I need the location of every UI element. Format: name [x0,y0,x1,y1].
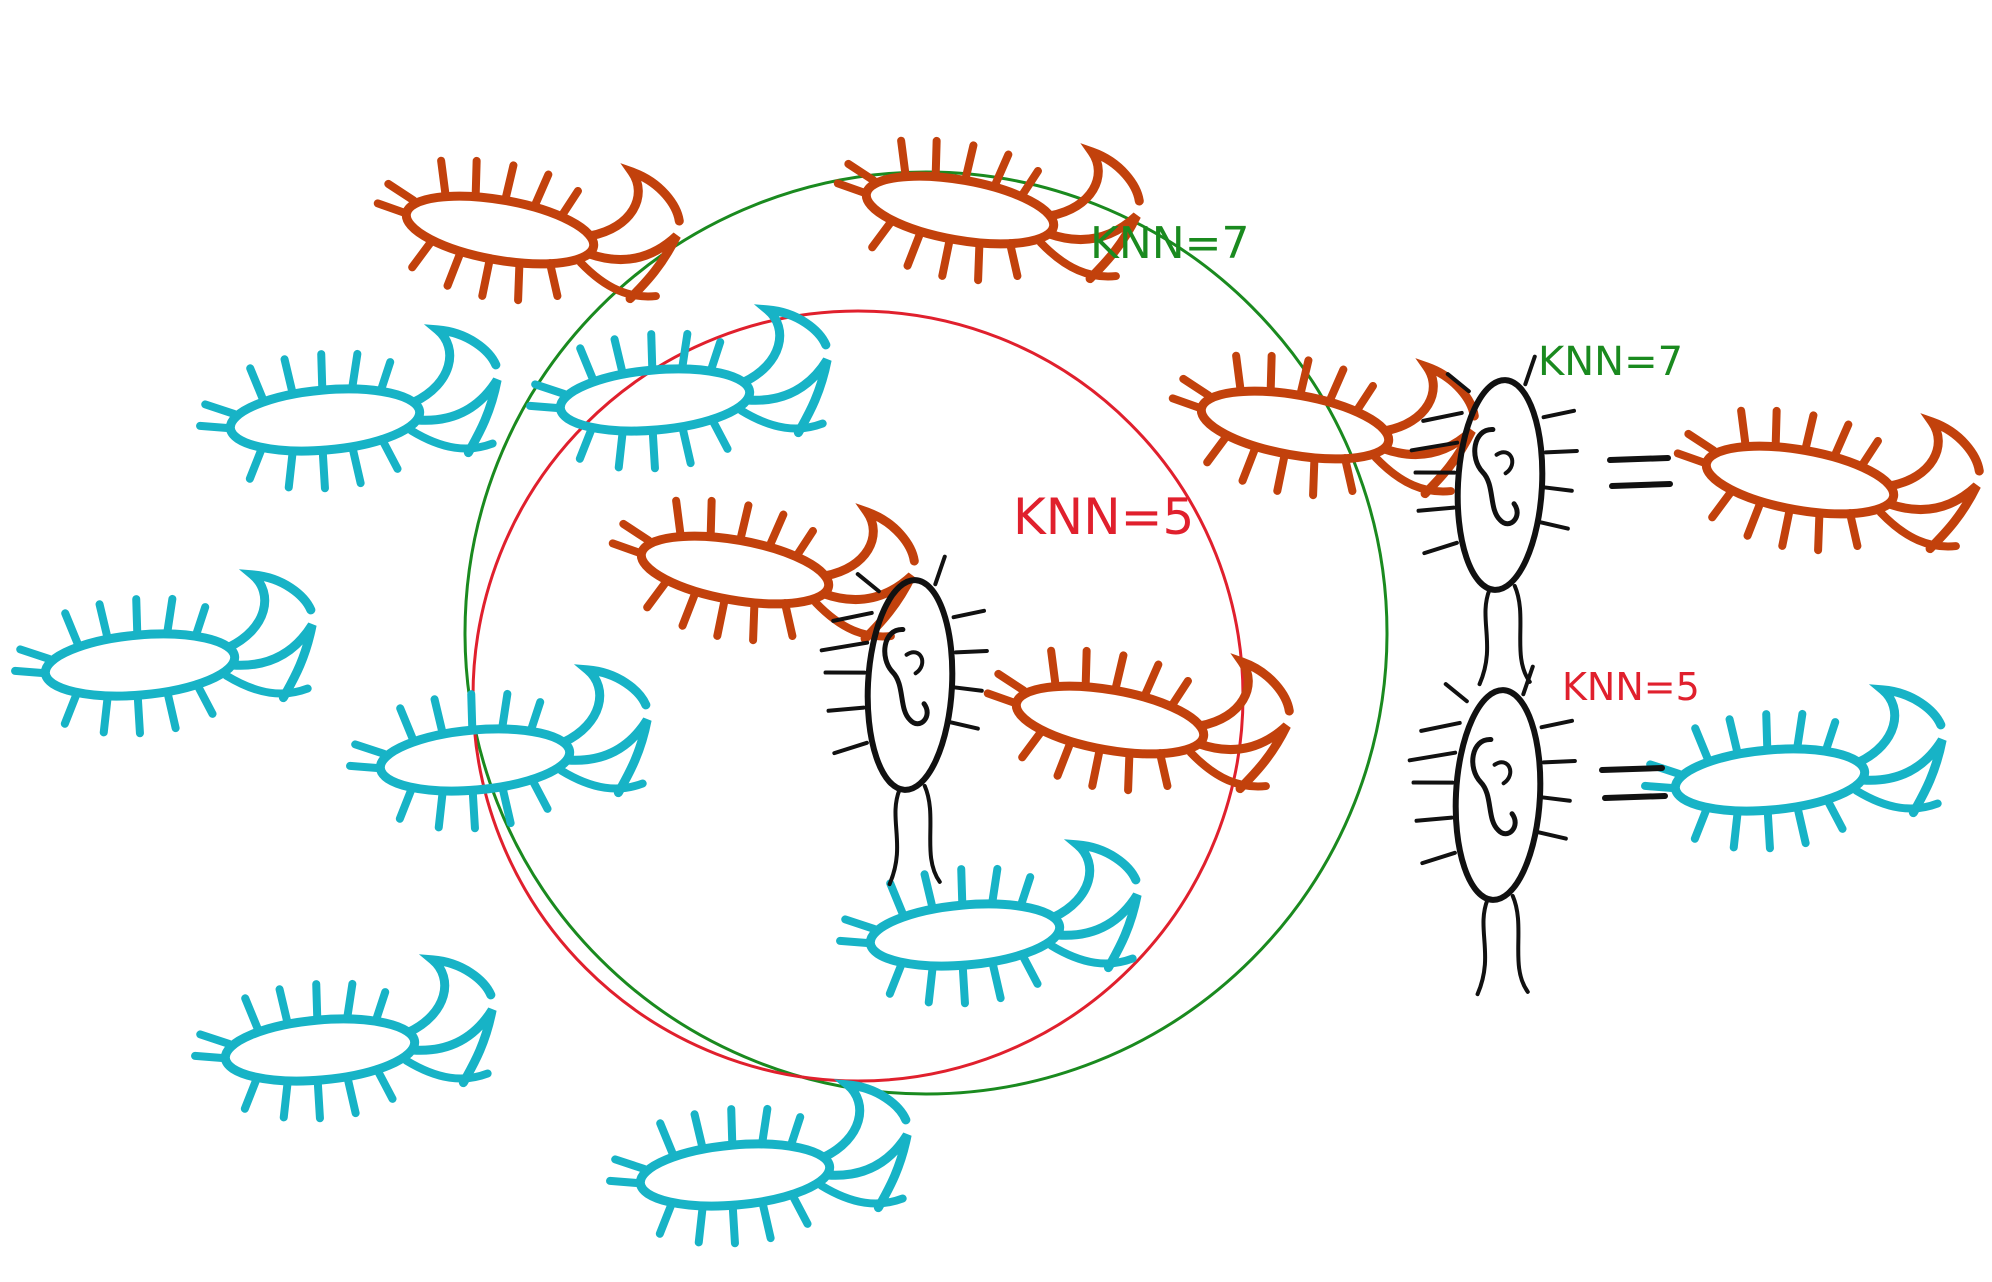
cyan-bacterium-icon [194,325,506,499]
equals-sign-icon [1599,765,1668,801]
cyan-bacterium-icon [524,305,836,479]
orange-bacterium-icon [1665,380,1986,578]
orange-bacterium-icon [365,130,686,328]
cyan-bacterium-icon [1639,685,1951,859]
unknown-bacterium-icon [1398,660,1580,998]
cyan-bacterium-icon [189,955,501,1129]
orange-bacterium-icon [825,110,1146,308]
cyan-bacterium-icon [604,1080,916,1254]
inner-circle-label: KNN=5 [1013,488,1194,546]
result-bottom-label: KNN=5 [1562,665,1700,709]
cyan-bacterium-icon [9,570,321,744]
cyan-bacterium-icon [834,840,1146,1014]
outer-circle [463,170,1389,1096]
outer-circle-label: KNN=7 [1090,218,1250,269]
result-top-label: KNN=7 [1538,339,1683,385]
orange-bacterium-icon [1160,325,1481,523]
equals-sign-icon [1607,455,1673,489]
cyan-bacterium-icon [344,665,656,839]
orange-bacterium-icon [975,620,1296,818]
